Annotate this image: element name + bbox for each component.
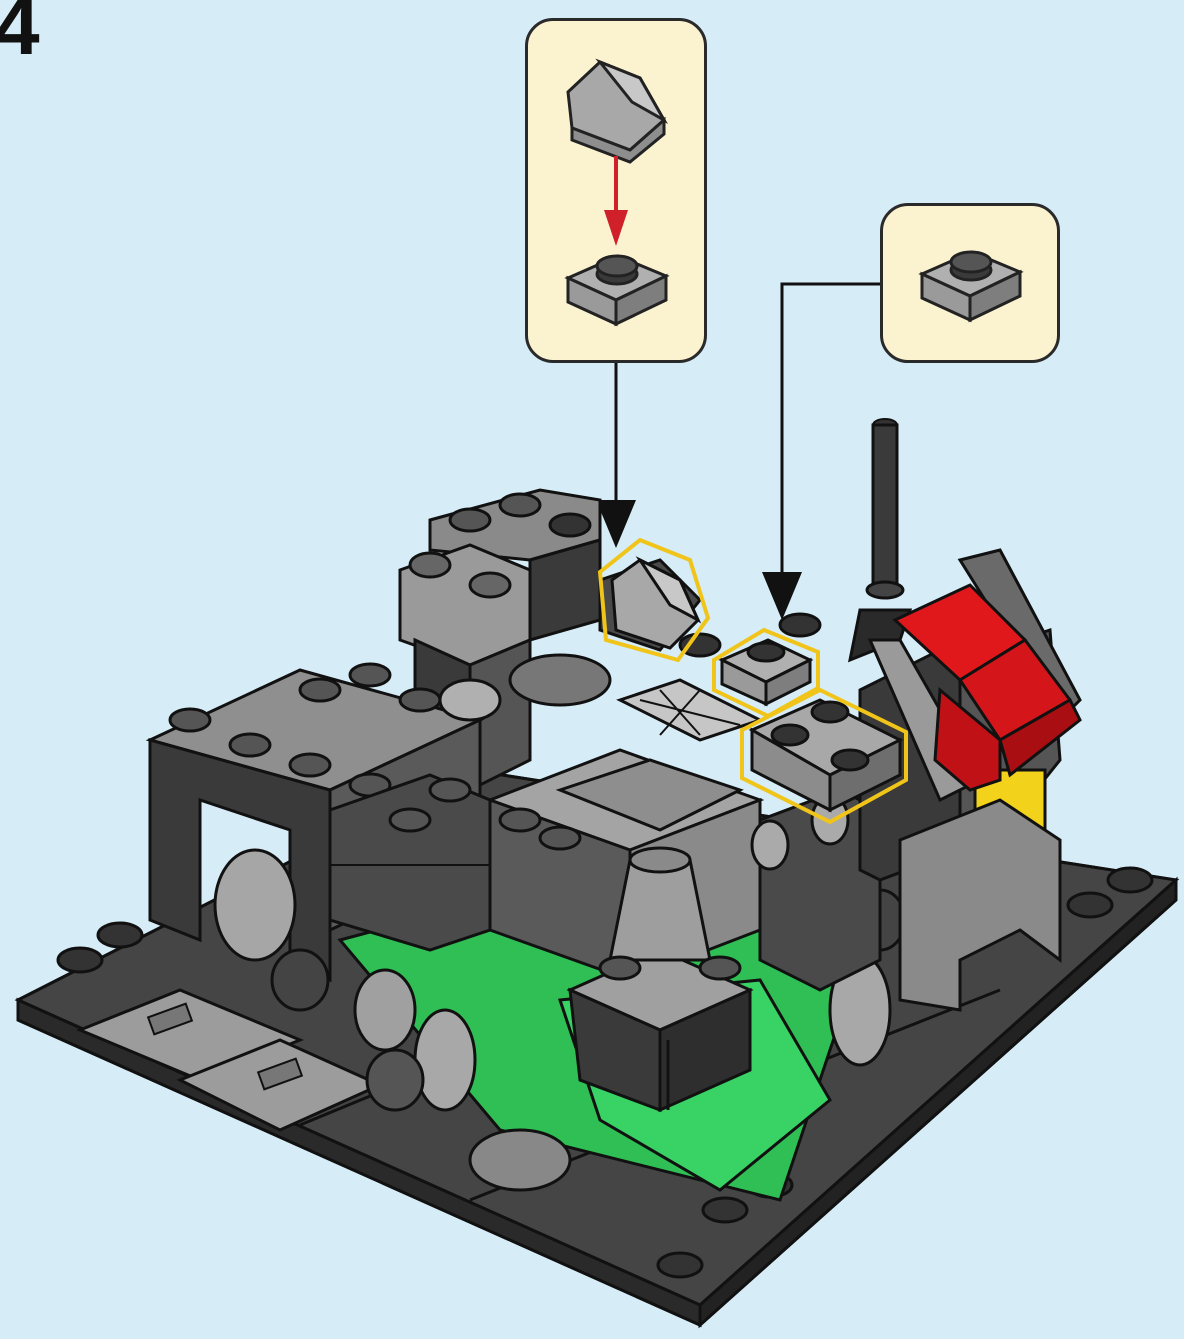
pointer-arrow-icon (762, 284, 880, 620)
slope-brick-icon (568, 62, 664, 162)
plate-1x1-icon (568, 256, 666, 324)
plate-1x1-icon (922, 252, 1020, 320)
red-arrow-icon (604, 156, 628, 246)
model-assembly (18, 419, 1176, 1325)
pointer-arrow-icon (596, 363, 636, 548)
